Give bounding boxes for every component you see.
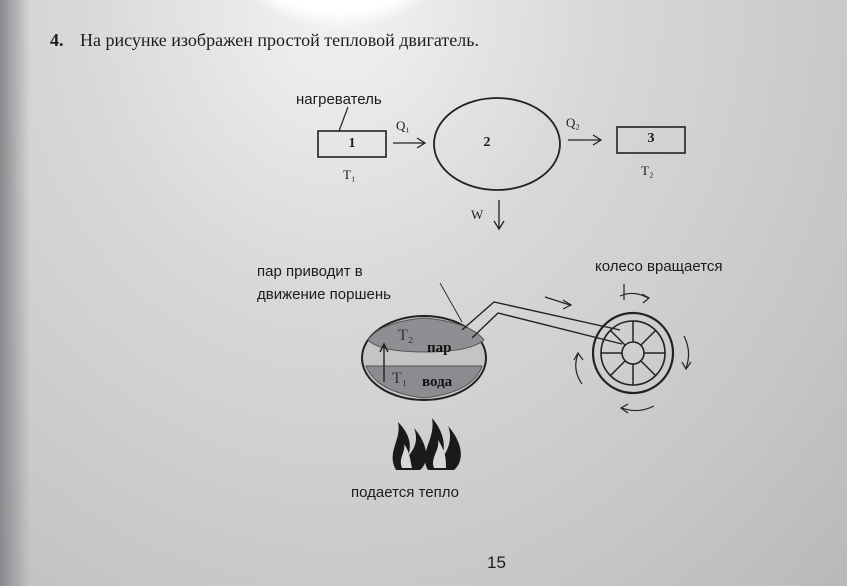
heater-box <box>317 130 387 158</box>
boiler-t1-label: T₁ <box>392 370 408 387</box>
box-1-label: 1 <box>348 136 356 151</box>
rod-motion-arrow <box>544 296 571 306</box>
rotation-arrow-left <box>575 353 583 385</box>
q2-label: Q₂ <box>566 115 580 130</box>
water-region <box>365 365 483 399</box>
rod-motion-arrowhead <box>562 299 573 310</box>
water-label: вода <box>422 374 453 390</box>
wheel-outer-rim <box>591 311 675 395</box>
rotation-arrowhead-left <box>573 351 584 361</box>
steam-caption-line-1: пар приводит в <box>257 263 363 280</box>
box-3-label: 3 <box>647 131 655 146</box>
boiler-t2-label: T₂ <box>398 327 414 344</box>
steam-region <box>367 317 485 353</box>
temperature-arrowhead <box>379 342 389 353</box>
rotation-arrow-bottom <box>621 405 655 412</box>
task-number: 4. <box>50 30 64 50</box>
heater-label: нагреватель <box>296 91 382 108</box>
page-number: 15 <box>487 553 506 572</box>
t1-label: T₁ <box>343 167 356 182</box>
wheel-caption: колесо вращается <box>595 258 723 275</box>
wheel-spokes <box>601 321 665 385</box>
heater-pointer-line <box>338 106 349 132</box>
working-body-ellipse <box>433 97 561 191</box>
q2-arrowhead <box>592 134 603 146</box>
edge-shadow <box>0 0 30 586</box>
rotation-arrow-top <box>619 292 649 299</box>
rotation-arrow-right <box>683 335 690 369</box>
fire-icon <box>392 418 461 470</box>
piston-rod-top <box>461 301 621 331</box>
rotation-arrowhead-bottom <box>619 403 629 414</box>
fire-inner-icon <box>400 440 446 468</box>
steam-caption: пар приводит в движение поршень <box>257 260 391 306</box>
rotation-arrowhead-top <box>641 293 651 304</box>
q1-label: Q₁ <box>396 118 410 133</box>
wheel-hub <box>621 341 645 365</box>
cooler-box <box>616 126 686 154</box>
task-text: На рисунке изображен простой тепловой дв… <box>80 30 479 50</box>
work-label: W <box>471 207 484 222</box>
steam-pointer-line <box>439 282 463 323</box>
heat-caption: подается тепло <box>351 484 459 501</box>
q1-arrowhead <box>416 137 427 149</box>
t2-label: T₂ <box>641 163 654 178</box>
steam-label: пар <box>427 340 452 356</box>
work-arrowhead <box>493 220 505 231</box>
piston-rod-bottom <box>471 312 623 345</box>
steam-caption-line-2: движение поршень <box>257 286 391 303</box>
box-2-label: 2 <box>483 135 491 150</box>
rotation-arrowhead-right <box>681 361 692 371</box>
